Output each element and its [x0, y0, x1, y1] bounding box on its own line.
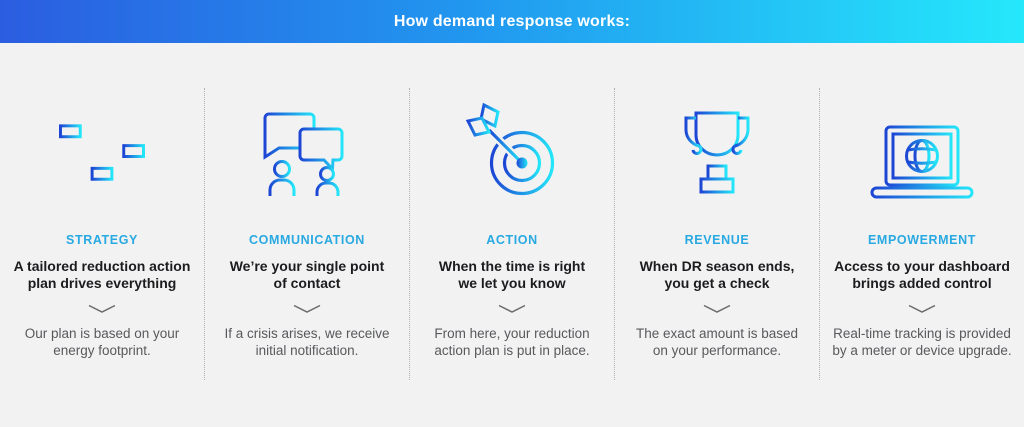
- trophy-icon: [681, 95, 753, 199]
- step-title: EMPOWERMENT: [868, 233, 976, 247]
- step-description: The exact amount is based on your perfor…: [635, 326, 799, 358]
- step-description: If a crisis arises, we receive initial n…: [224, 326, 390, 358]
- step-heading: A tailored reduction action plan drives …: [13, 258, 191, 292]
- column-revenue: REVENUE When DR season ends, you get a c…: [615, 43, 819, 427]
- divider: [204, 88, 205, 380]
- chevron-down-icon: [498, 304, 526, 313]
- column-action: ACTION When the time is right we let you…: [410, 43, 614, 427]
- step-heading: Access to your dashboard brings added co…: [834, 258, 1010, 292]
- step-title: REVENUE: [684, 233, 750, 247]
- divider: [819, 88, 820, 380]
- step-description: Real-time tracking is provided by a mete…: [832, 326, 1012, 358]
- column-communication: COMMUNICATION We’re your single point of…: [205, 43, 409, 427]
- step-title: COMMUNICATION: [249, 233, 365, 247]
- chevron-down-icon: [293, 304, 321, 313]
- step-heading: We’re your single point of contact: [229, 258, 385, 292]
- step-title: STRATEGY: [66, 233, 138, 247]
- chat-people-icon: [257, 95, 357, 199]
- target-arrow-icon: [462, 95, 562, 199]
- divider: [409, 88, 410, 380]
- steps-row: STRATEGY A tailored reduction action pla…: [0, 43, 1024, 427]
- step-description: From here, your reduction action plan is…: [434, 326, 590, 358]
- step-heading: When the time is right we let you know: [438, 258, 586, 292]
- step-heading: When DR season ends, you get a check: [639, 258, 795, 292]
- sliders-icon: [56, 95, 148, 199]
- chevron-down-icon: [88, 304, 116, 313]
- header-banner: How demand response works:: [0, 0, 1024, 43]
- step-description: Our plan is based on your energy footpri…: [24, 326, 180, 358]
- column-empowerment: EMPOWERMENT Access to your dashboard bri…: [820, 43, 1024, 427]
- chevron-down-icon: [703, 304, 731, 313]
- step-title: ACTION: [486, 233, 538, 247]
- laptop-globe-icon: [870, 95, 974, 199]
- divider: [614, 88, 615, 380]
- column-strategy: STRATEGY A tailored reduction action pla…: [0, 43, 204, 427]
- page-title: How demand response works:: [393, 12, 631, 30]
- chevron-down-icon: [908, 304, 936, 313]
